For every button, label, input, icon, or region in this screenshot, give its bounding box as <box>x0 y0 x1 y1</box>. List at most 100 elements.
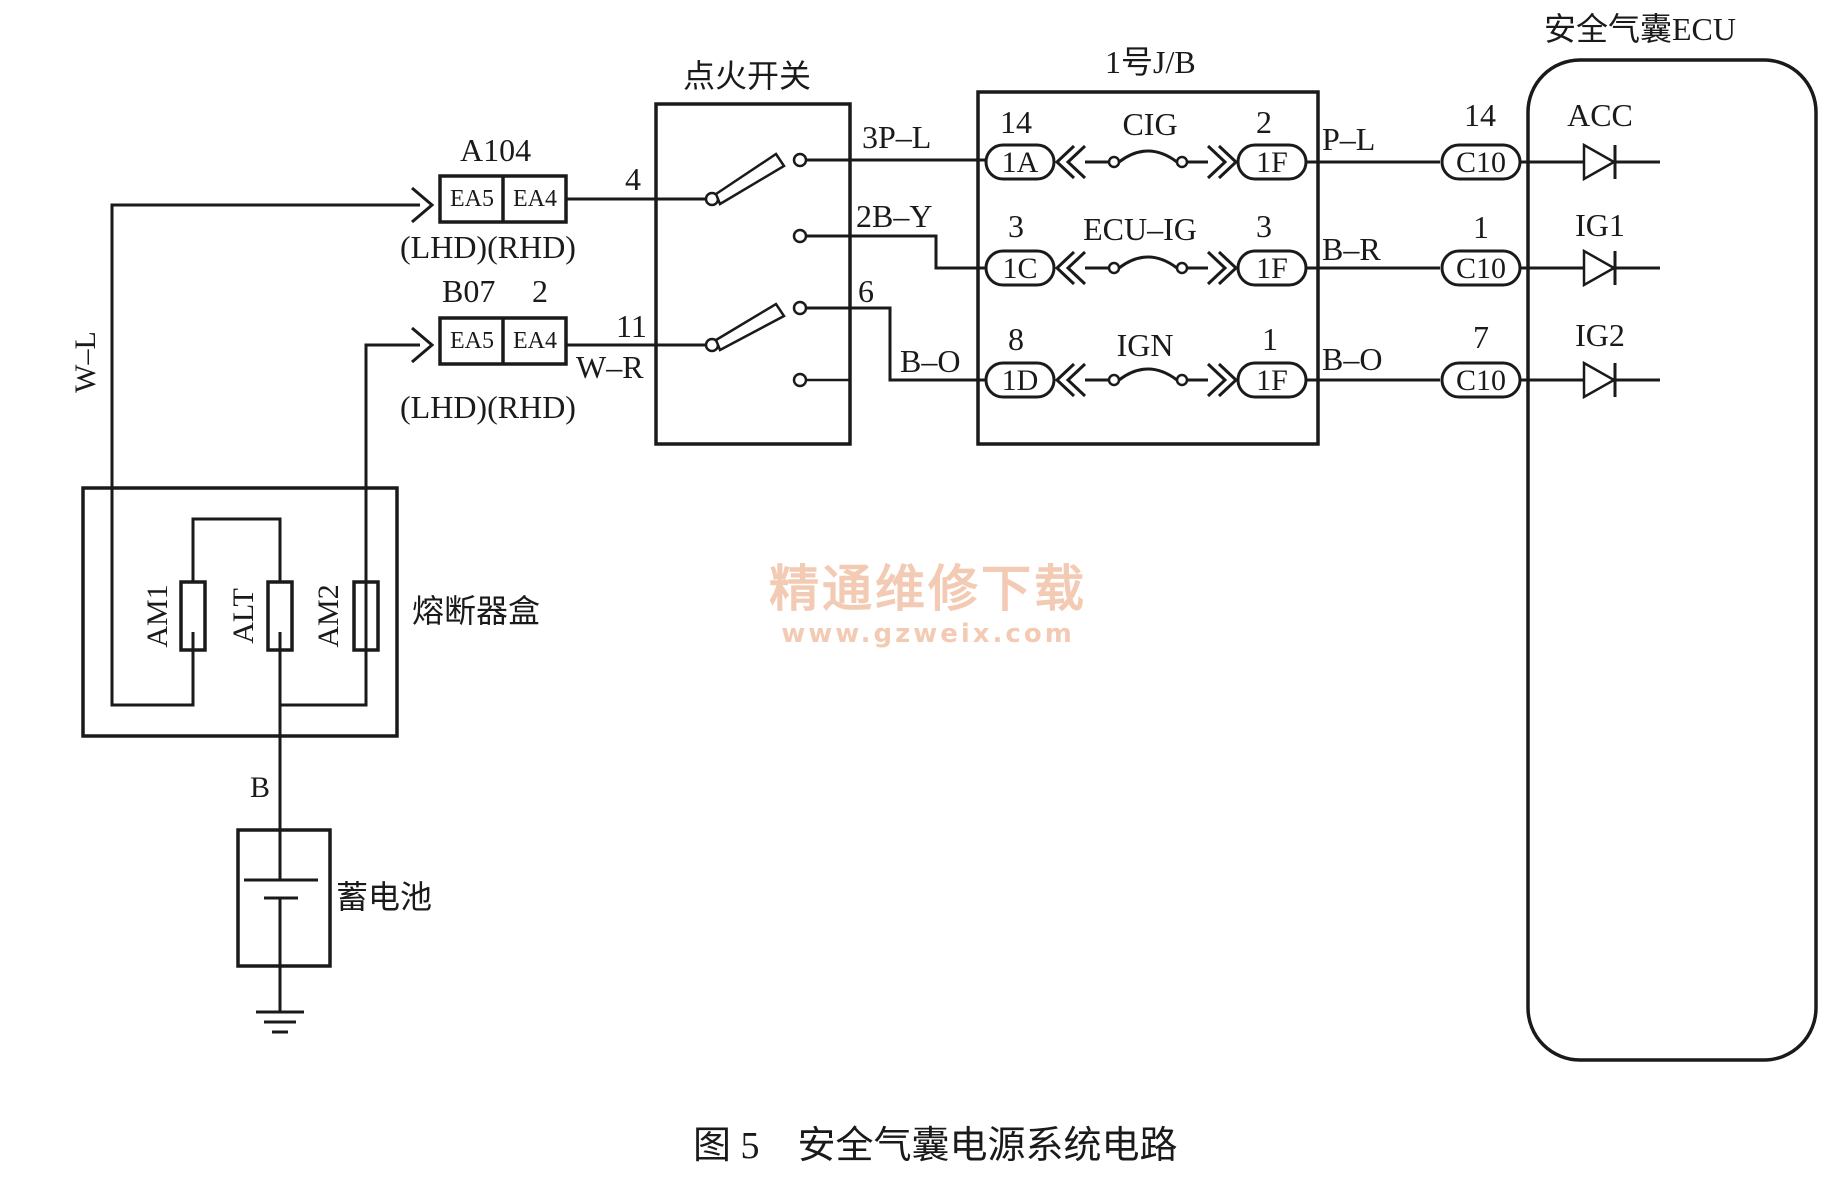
connector-a104: A104 EA5 EA4 (LHD)(RHD) <box>400 132 576 265</box>
airbag-ecu-outline <box>1526 58 1818 1062</box>
jb-in-chevron-2 <box>1054 250 1076 286</box>
ecu-pin-num: 7 <box>1473 319 1489 355</box>
fuse-box: AM1 ALT AM2 熔断器盒 <box>81 203 540 830</box>
ecu-terminal-label: C10 <box>1456 364 1506 397</box>
wire-w-l-label: W–L <box>69 331 102 393</box>
jb-in-term-label: 1A <box>1002 146 1039 179</box>
wire-am1-inner <box>110 488 195 707</box>
switch-pin-6: 6 <box>858 273 874 309</box>
wire-b-o-right-label: B–O <box>1322 341 1382 377</box>
ecu-row-acc: 14 C10 ACC <box>1440 97 1660 182</box>
jb-out-num: 2 <box>1256 104 1272 140</box>
figure-caption: 图 5 安全气囊电源系统电路 <box>693 1125 1178 1167</box>
jb-in-term-label: 1D <box>1002 364 1039 397</box>
jb-in-num: 8 <box>1008 321 1024 357</box>
jb-fuse-node-left <box>1107 373 1121 387</box>
connector-a104-note: (LHD)(RHD) <box>400 229 576 265</box>
jb-out-chevron-2 <box>1217 144 1239 180</box>
jb-row-cig: 14 1A CIG 2 1F <box>984 104 1308 181</box>
switch-pin-4: 4 <box>625 161 641 197</box>
watermark-url: www.gzweix.com <box>781 619 1075 649</box>
fuse-am2-label: AM2 <box>312 584 345 647</box>
wire-fuse-bus <box>191 517 282 582</box>
jb-row-ecu-ig: 3 1C ECU–IG 3 1F <box>984 208 1308 287</box>
junction-block-label: 1号J/B <box>1105 44 1196 80</box>
fuse-box-outline <box>81 486 399 738</box>
fuse-am1-label: AM1 <box>141 584 174 647</box>
jb-out-term-label: 1F <box>1256 252 1288 285</box>
connector-b07: B07 2 EA5 EA4 (LHD)(RHD) <box>400 273 576 425</box>
connector-b07-pin-left: EA5 <box>450 328 494 354</box>
jb-in-chevron <box>1065 362 1087 398</box>
ignition-switch: 点火开关 <box>654 58 852 446</box>
wire-p-l-label: P–L <box>1322 121 1375 157</box>
jb-row-ign: 8 1D IGN 1 1F <box>984 321 1308 399</box>
jb-in-chevron <box>1065 144 1087 180</box>
ecu-pin-num: 1 <box>1473 209 1489 245</box>
jb-fuse-cig <box>1118 149 1178 164</box>
jb-out-chevron <box>1206 362 1228 398</box>
jb-out-chevron-2 <box>1217 250 1239 286</box>
ecu-signal-label: ACC <box>1567 97 1633 133</box>
fuse-am1-element <box>179 580 207 652</box>
connector-b07-arrow <box>411 326 435 364</box>
connector-a104-pin-right: EA4 <box>513 186 557 212</box>
jb-fuse-node-right <box>1175 373 1189 387</box>
ecu-pin-num: 14 <box>1464 97 1496 133</box>
diode-icon <box>1582 248 1617 288</box>
ignition-switch-outline <box>654 102 852 446</box>
jb-out-num: 1 <box>1262 321 1278 357</box>
diode-icon <box>1582 142 1617 182</box>
jb-in-terminal <box>984 143 1056 181</box>
switch-pin-11: 11 <box>616 308 647 344</box>
jb-in-num: 14 <box>1000 104 1032 140</box>
wire-am2-feed <box>364 343 420 488</box>
connector-b07-id: B07 <box>442 273 495 309</box>
connector-a104-pin-left: EA5 <box>450 186 494 212</box>
jb-out-term-label: 1F <box>1256 364 1288 397</box>
jb-in-term-label: 1C <box>1002 252 1037 285</box>
connector-a104-arrow <box>411 186 435 224</box>
airbag-ecu-label: 安全气囊ECU <box>1544 11 1736 47</box>
switch1-contact-acc <box>792 152 808 168</box>
jb-fuse-node-left <box>1107 261 1121 275</box>
fuse-alt-label: ALT <box>227 588 260 644</box>
jb-fuse-node-right <box>1175 261 1189 275</box>
jb-in-num: 3 <box>1008 208 1024 244</box>
ignition-switch-label: 点火开关 <box>683 58 811 94</box>
fuse-box-label: 熔断器盒 <box>412 593 540 629</box>
switch1-contact-ig <box>792 228 808 244</box>
jb-in-chevron <box>1065 250 1087 286</box>
jb-fuse-ecu-ig <box>1118 255 1178 270</box>
jb-fuse-label: IGN <box>1117 327 1174 363</box>
wire-b-o-left <box>806 306 990 382</box>
wire-b-o-left-label: B–O <box>900 343 960 379</box>
wire-b-label: B <box>250 771 270 804</box>
battery-outline <box>236 828 332 968</box>
jb-fuse-node-right <box>1175 155 1189 169</box>
battery-label: 蓄电池 <box>336 879 432 915</box>
ecu-signal-label: IG2 <box>1575 317 1625 353</box>
switch1-blade <box>714 152 786 206</box>
jb-fuse-node-left <box>1107 155 1121 169</box>
ecu-terminal-label: C10 <box>1456 146 1506 179</box>
jb-out-chevron <box>1206 144 1228 180</box>
airbag-ecu: 安全气囊ECU <box>1526 11 1818 1062</box>
wire-w-r-label: W–R <box>576 349 644 385</box>
jb-fuse-label: CIG <box>1122 106 1177 142</box>
wire-w-l <box>110 203 420 488</box>
ecu-signal-label: IG1 <box>1575 207 1625 243</box>
jb-out-chevron <box>1206 250 1228 286</box>
jb-fuse-label: ECU–IG <box>1083 211 1197 247</box>
jb-in-chevron-2 <box>1054 362 1076 398</box>
ecu-row-ig2: 7 C10 IG2 <box>1440 317 1660 400</box>
connector-a104-id: A104 <box>460 132 531 168</box>
jb-fuse-ign <box>1118 367 1178 382</box>
ecu-terminal-label: C10 <box>1456 252 1506 285</box>
switch2-contact-st <box>792 372 808 388</box>
jb-out-chevron-2 <box>1217 362 1239 398</box>
wire-b-r-label: B–R <box>1322 231 1381 267</box>
jb-out-num: 3 <box>1256 208 1272 244</box>
ecu-row-ig1: 1 C10 IG1 <box>1440 207 1660 288</box>
